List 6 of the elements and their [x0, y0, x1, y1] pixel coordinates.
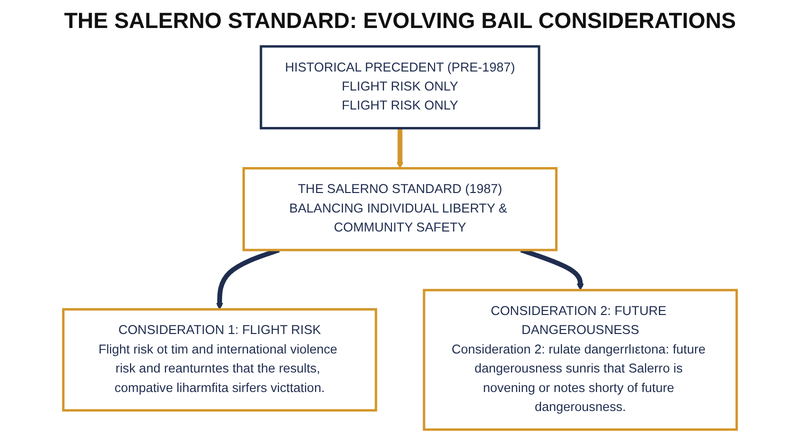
- node-box: THE SALERNO STANDARD (1987) BALANCING INDIVIDUAL LIBERTY & COMMUNITY SAFETY: [242, 167, 558, 252]
- node-box: CONSIDERATION 1: FLIGHT RISK Flight risk ot tim and international violence risk and reanturntes that the results, compative liharmfita sirfers victtation.: [62, 308, 378, 412]
- node-box: CONSIDERATION 2: FUTURE DANGEROUSNESS Consideration 2: rulate dangerrlıεtona: future dangerousness sunris that Salerro is novening or notes shorty of future dangerousness.: [422, 288, 738, 431]
- diagram-title: THE SALERNO STANDARD: EVOLVING BAIL CONSIDERATIONS: [63, 8, 737, 34]
- node-box: HISTORICAL PRECEDENT (PRE-1987) FLIGHT RISK ONLY FLIGHT RISK ONLY: [260, 45, 540, 130]
- arrow: [396, 128, 404, 169]
